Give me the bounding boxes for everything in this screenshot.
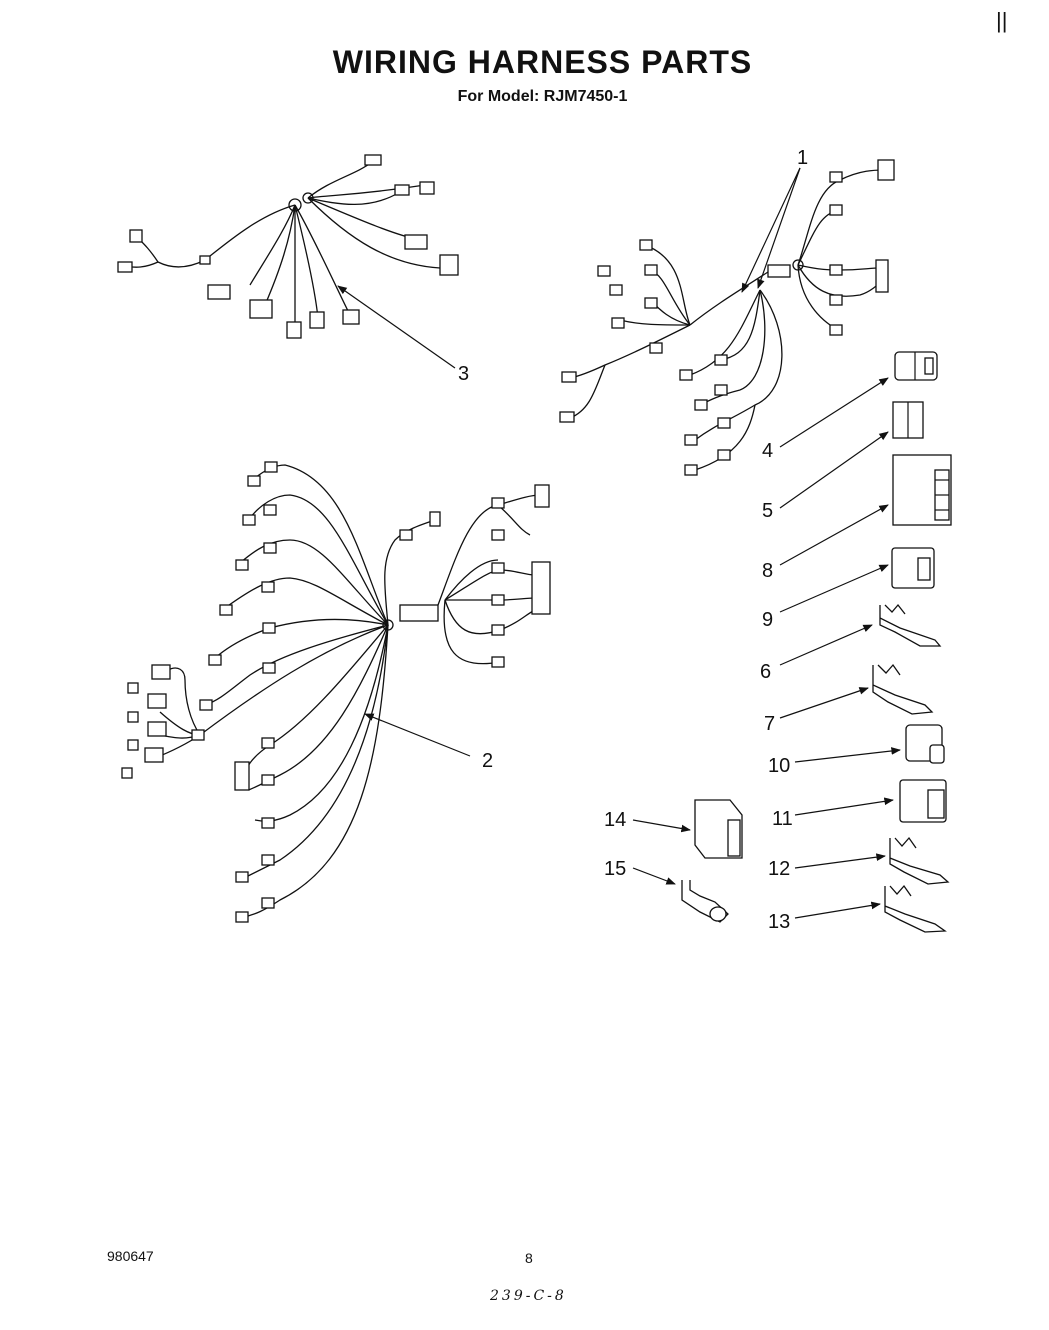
- document-code: 980647: [107, 1248, 154, 1264]
- model-subtitle: For Model: RJM7450-1: [457, 88, 628, 105]
- harness-3: [117, 154, 459, 339]
- callout-3: 3: [458, 363, 469, 385]
- callout-14: 14: [604, 809, 626, 831]
- harness-2: [121, 461, 551, 923]
- callout-6: 6: [760, 661, 771, 683]
- callout-12: 12: [768, 858, 790, 880]
- corner-mark: ||: [996, 8, 1008, 33]
- harness-1: [559, 159, 895, 476]
- callout-8: 8: [762, 560, 773, 582]
- page-title: WIRING HARNESS PARTS: [332, 44, 753, 80]
- part-8-connector: [892, 454, 952, 526]
- callout-13: 13: [768, 911, 790, 933]
- part-10-connector: [905, 724, 945, 764]
- callout-11: 11: [772, 808, 793, 830]
- part-9-connector: [891, 547, 935, 589]
- callout-1: 1: [797, 147, 808, 169]
- leader-lines: [337, 167, 901, 919]
- part-12-terminal: [889, 836, 950, 885]
- part-13-terminal: [884, 884, 947, 933]
- part-15-terminal: [681, 880, 729, 923]
- handwritten-note: 239-C-8: [490, 1288, 567, 1304]
- callout-10: 10: [768, 755, 790, 777]
- callout-15: 15: [604, 858, 626, 880]
- callout-9: 9: [762, 609, 773, 631]
- part-6-terminal: [879, 603, 942, 647]
- part-7-terminal: [872, 663, 934, 715]
- page-number: 8: [525, 1250, 533, 1266]
- callout-4: 4: [762, 440, 773, 462]
- part-14-connector: [694, 799, 743, 859]
- callout-7: 7: [764, 713, 775, 735]
- part-5-connector: [892, 401, 924, 439]
- part-4-connector: [894, 351, 938, 381]
- callout-5: 5: [762, 500, 773, 522]
- part-11-connector: [899, 779, 947, 823]
- callout-2: 2: [482, 750, 493, 772]
